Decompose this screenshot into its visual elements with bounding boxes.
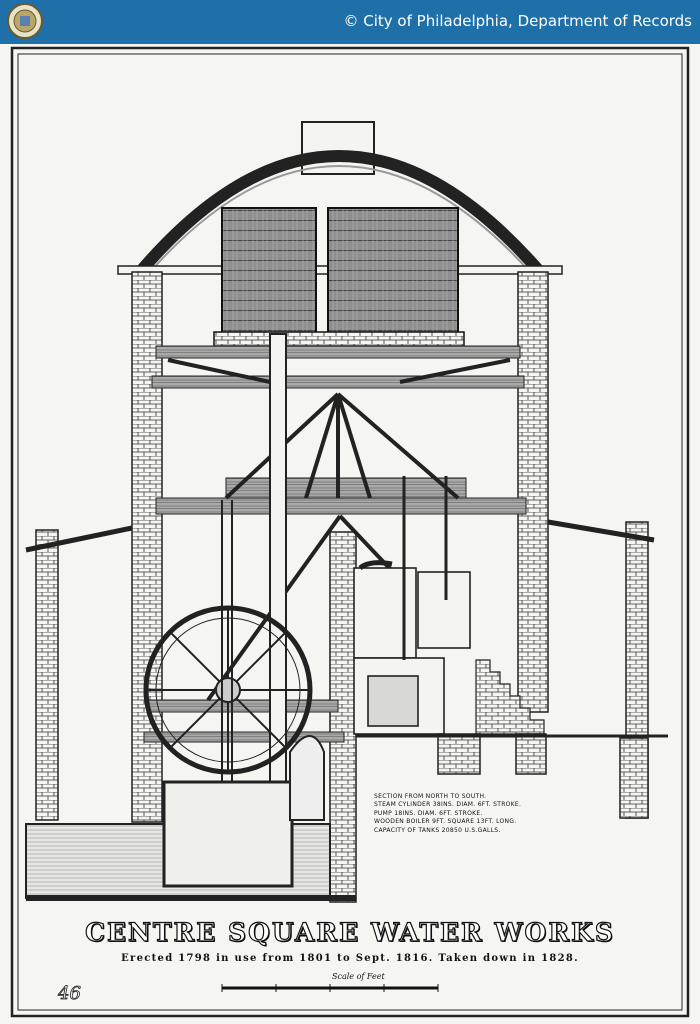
note-line: Steam Cylinder 38ins. Diam. 6ft. Stroke. <box>374 801 522 809</box>
drawing-title: CENTRE SQUARE WATER WORKS <box>84 917 615 947</box>
timber-beam-2 <box>151 375 525 389</box>
brick-tower-right <box>517 271 549 713</box>
timber-beam-1 <box>155 345 521 359</box>
note-line: Section from North to South. <box>374 793 487 800</box>
tank-platform <box>213 331 465 347</box>
note-line: Capacity of Tanks 20850 U.S.Galls. <box>374 826 501 834</box>
note-line: Pump 18ins. Diam. 6ft. Stroke. <box>374 809 483 817</box>
sheet-border <box>10 46 690 1018</box>
note-line: Wooden Boiler 9ft. Square 13ft. Long. <box>374 818 517 826</box>
roof-left <box>25 525 133 553</box>
city-seal-icon <box>7 3 43 39</box>
brick-wall-center <box>329 531 357 903</box>
specification-notes: Section from North to South. Steam Cylin… <box>374 793 521 835</box>
engine-house-section-drawing <box>10 46 690 1018</box>
brick-stairs <box>475 659 545 735</box>
engine-beam <box>225 477 467 499</box>
flywheel <box>143 605 313 775</box>
timber-beam-3 <box>155 497 527 515</box>
steam-engine <box>353 476 471 735</box>
drawing-subtitle: Erected 1798 in use from 1801 to Sept. 1… <box>121 953 579 964</box>
pump-well <box>162 780 294 888</box>
copyright-credit: © City of Philadelphia, Department of Re… <box>343 12 693 30</box>
header-bar: © City of Philadelphia, Department of Re… <box>0 0 700 46</box>
inner-border <box>17 53 683 1011</box>
water-tank-right <box>327 207 459 335</box>
brick-pier-far-left <box>35 529 59 821</box>
dome-arch <box>135 150 545 276</box>
roof-right <box>547 519 655 543</box>
sheet-number: 46 <box>58 983 82 1005</box>
scale-label: Scale of Feet <box>332 972 385 981</box>
water-tank-left <box>221 207 317 335</box>
